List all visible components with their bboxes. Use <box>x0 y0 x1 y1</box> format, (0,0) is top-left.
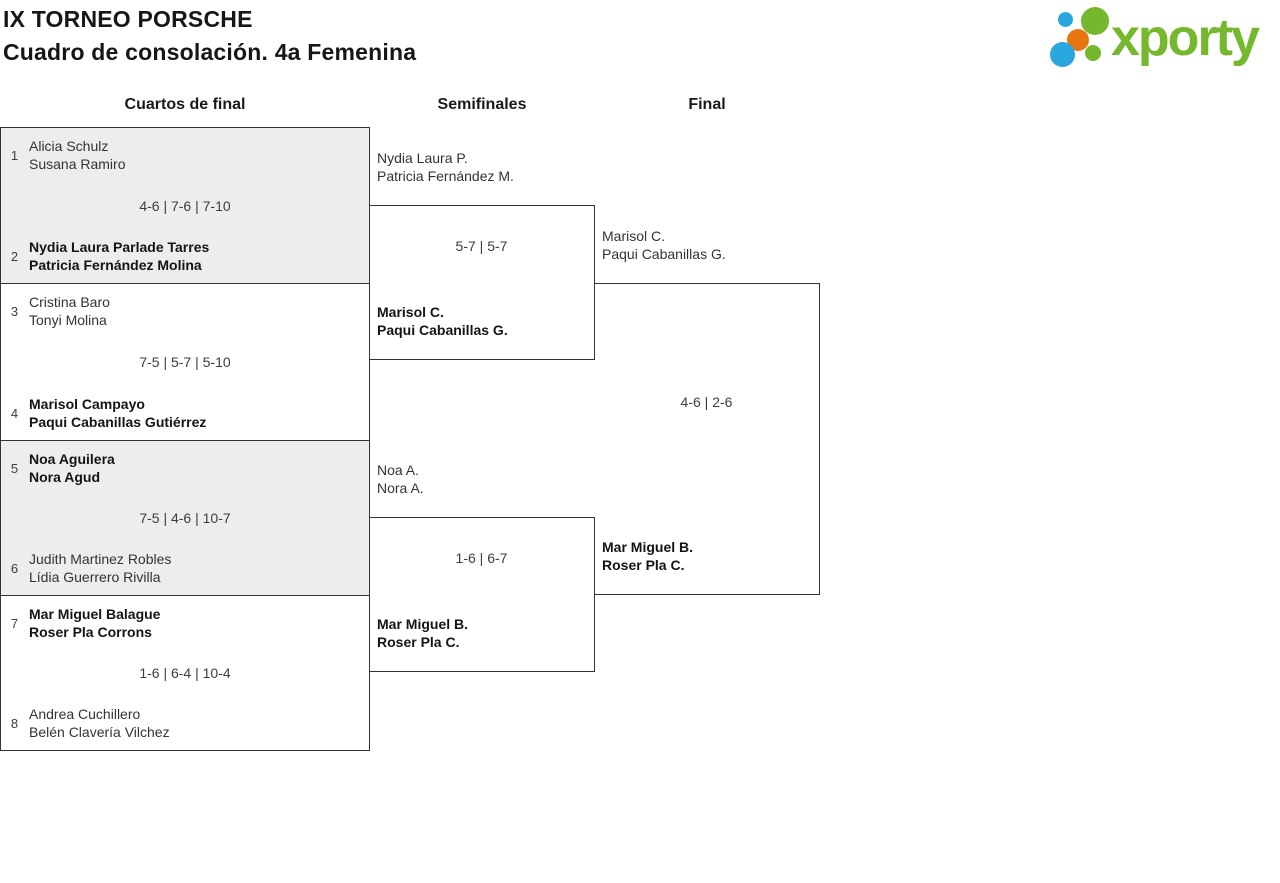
final-match: Marisol C. Paqui Cabanillas G. 4-6 | 2-6… <box>594 228 820 595</box>
team-entry: 8 Andrea Cuchillero Belén Clavería Vilch… <box>1 696 369 750</box>
team-names: Nydia Laura Parlade Tarres Patricia Fern… <box>29 239 210 273</box>
round-header-semifinales: Semifinales <box>437 96 527 113</box>
logo-dot-blue-small-icon <box>1058 12 1073 27</box>
quarterfinals-column: 1 Alicia Schulz Susana Ramiro 4-6 | 7-6 … <box>0 127 370 751</box>
seed-number: 8 <box>10 715 19 731</box>
team-names: Andrea Cuchillero Belén Clavería Vilchez <box>29 706 170 740</box>
tournament-title: IX TORNEO PORSCHE <box>3 6 253 32</box>
team-entry: 4 Marisol Campayo Paqui Cabanillas Gutié… <box>1 386 369 440</box>
team-names: Mar Miguel B. Roser Pla C. <box>377 616 469 650</box>
seed-number: 7 <box>10 615 19 631</box>
logo-dot-orange-icon <box>1067 29 1089 51</box>
match-score: 7-5 | 5-7 | 5-10 <box>139 354 231 370</box>
logo-wordmark: xporty <box>1111 9 1260 67</box>
team-names: Noa Aguilera Nora Agud <box>29 451 115 485</box>
team-entry: 5 Noa Aguilera Nora Agud <box>1 441 369 495</box>
quarterfinal-match-4: 7 Mar Miguel Balague Roser Pla Corrons 1… <box>1 596 369 750</box>
match-score: 1-6 | 6-4 | 10-4 <box>139 665 231 681</box>
semifinal-match-2: Noa A. Nora A. 1-6 | 6-7 Mar Miguel B. R… <box>369 462 595 672</box>
team-entry: 7 Mar Miguel Balague Roser Pla Corrons <box>1 596 369 650</box>
logo-dot-green-small-icon <box>1085 45 1101 61</box>
seed-number: 2 <box>10 248 19 264</box>
team-entry: 2 Nydia Laura Parlade Tarres Patricia Fe… <box>1 229 369 283</box>
seed-number: 3 <box>10 303 19 319</box>
bracket-subtitle: Cuadro de consolación. 4a Femenina <box>3 39 417 65</box>
seed-number: 6 <box>10 560 19 576</box>
team-names: Alicia Schulz Susana Ramiro <box>29 138 126 172</box>
team-names: Marisol C. Paqui Cabanillas G. <box>377 304 508 338</box>
match-score: 5-7 | 5-7 <box>455 238 508 254</box>
logo-dot-blue-large-icon <box>1050 42 1075 67</box>
team-names: Judith Martinez Robles Lídia Guerrero Ri… <box>29 551 172 585</box>
seed-number: 5 <box>10 460 19 476</box>
quarterfinal-match-1: 1 Alicia Schulz Susana Ramiro 4-6 | 7-6 … <box>1 128 369 284</box>
team-names: Noa A. Nora A. <box>377 462 424 496</box>
team-entry: 6 Judith Martinez Robles Lídia Guerrero … <box>1 541 369 595</box>
seed-number: 1 <box>10 147 19 163</box>
match-score: 4-6 | 7-6 | 7-10 <box>139 197 231 214</box>
match-score: 1-6 | 6-7 <box>455 550 508 566</box>
round-header-cuartos: Cuartos de final <box>124 96 246 113</box>
semifinal-match-1: Nydia Laura P. Patricia Fernández M. 5-7… <box>369 150 595 360</box>
team-names: Cristina Baro Tonyi Molina <box>29 294 110 328</box>
team-names: Nydia Laura P. Patricia Fernández M. <box>377 150 514 184</box>
match-score: 4-6 | 2-6 <box>680 394 733 410</box>
round-header-final: Final <box>688 96 726 113</box>
team-names: Mar Miguel B. Roser Pla C. <box>602 539 694 573</box>
match-score: 7-5 | 4-6 | 10-7 <box>139 510 231 526</box>
quarterfinal-match-3: 5 Noa Aguilera Nora Agud 7-5 | 4-6 | 10-… <box>1 441 369 596</box>
seed-number: 4 <box>10 405 19 421</box>
logo-dot-green-large-icon <box>1081 7 1109 35</box>
team-entry: 1 Alicia Schulz Susana Ramiro <box>1 128 369 182</box>
xporty-logo[interactable]: xporty <box>1045 0 1280 80</box>
team-names: Marisol C. Paqui Cabanillas G. <box>602 228 726 262</box>
team-names: Mar Miguel Balague Roser Pla Corrons <box>29 606 161 640</box>
team-entry: 3 Cristina Baro Tonyi Molina <box>1 284 369 338</box>
quarterfinal-match-2: 3 Cristina Baro Tonyi Molina 7-5 | 5-7 |… <box>1 284 369 441</box>
team-names: Marisol Campayo Paqui Cabanillas Gutiérr… <box>29 396 207 430</box>
page-title: IX TORNEO PORSCHE Cuadro de consolación.… <box>3 3 416 69</box>
